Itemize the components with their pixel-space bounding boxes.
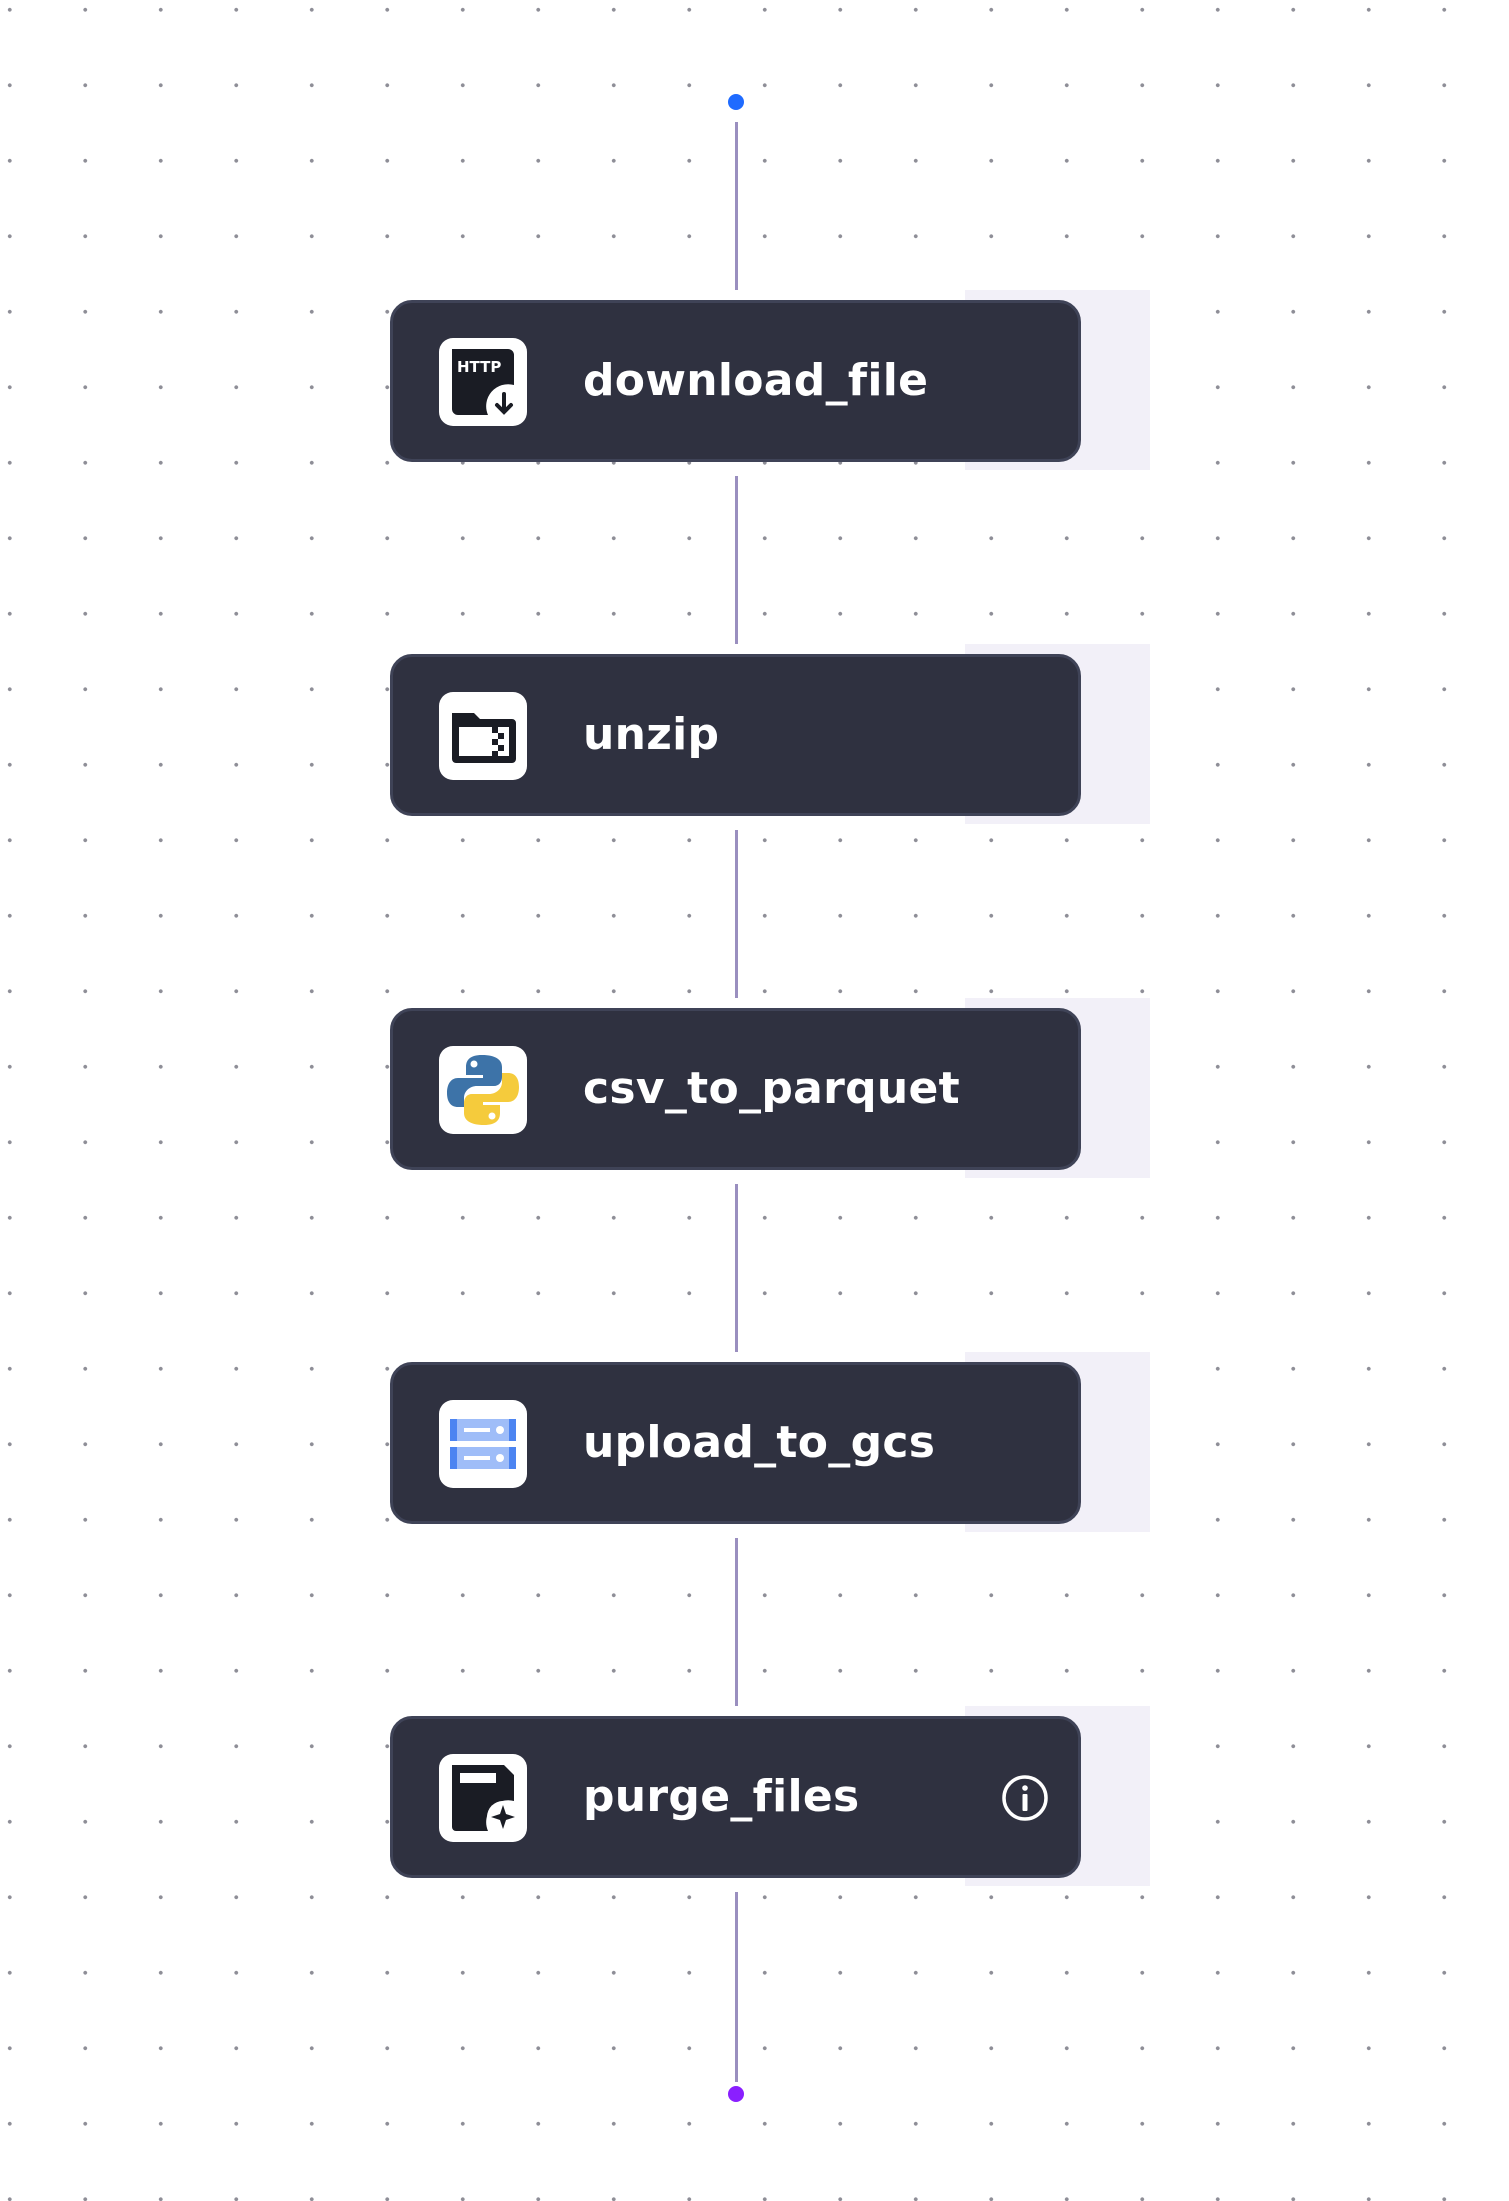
task-label: csv_to_parquet	[583, 1063, 960, 1114]
gcs-storage-icon	[439, 1400, 527, 1488]
info-icon[interactable]	[1000, 1773, 1050, 1823]
flow-start-dot	[728, 94, 744, 110]
purge-files-icon	[439, 1754, 527, 1842]
task-node-csv-to-parquet[interactable]: csv_to_parquet	[390, 998, 1150, 1178]
archive-folder-icon	[439, 692, 527, 780]
task-label: download_file	[583, 355, 929, 406]
task-node-download-file[interactable]: HTTP download_file	[390, 290, 1150, 470]
edge	[735, 1184, 738, 1352]
edge	[735, 1892, 738, 2082]
edge	[735, 1538, 738, 1706]
task-label: upload_to_gcs	[583, 1417, 936, 1468]
task-node-purge-files[interactable]: purge_files	[390, 1706, 1150, 1886]
task-node-unzip[interactable]: unzip	[390, 644, 1150, 824]
edge	[735, 122, 738, 290]
python-icon	[439, 1046, 527, 1134]
flow-end-dot	[728, 2086, 744, 2102]
task-node-upload-to-gcs[interactable]: upload_to_gcs	[390, 1352, 1150, 1532]
task-label: purge_files	[583, 1771, 860, 1822]
edge	[735, 476, 738, 644]
task-label: unzip	[583, 709, 720, 760]
edge	[735, 830, 738, 998]
http-download-icon: HTTP	[439, 338, 527, 426]
svg-text:HTTP: HTTP	[457, 358, 501, 376]
